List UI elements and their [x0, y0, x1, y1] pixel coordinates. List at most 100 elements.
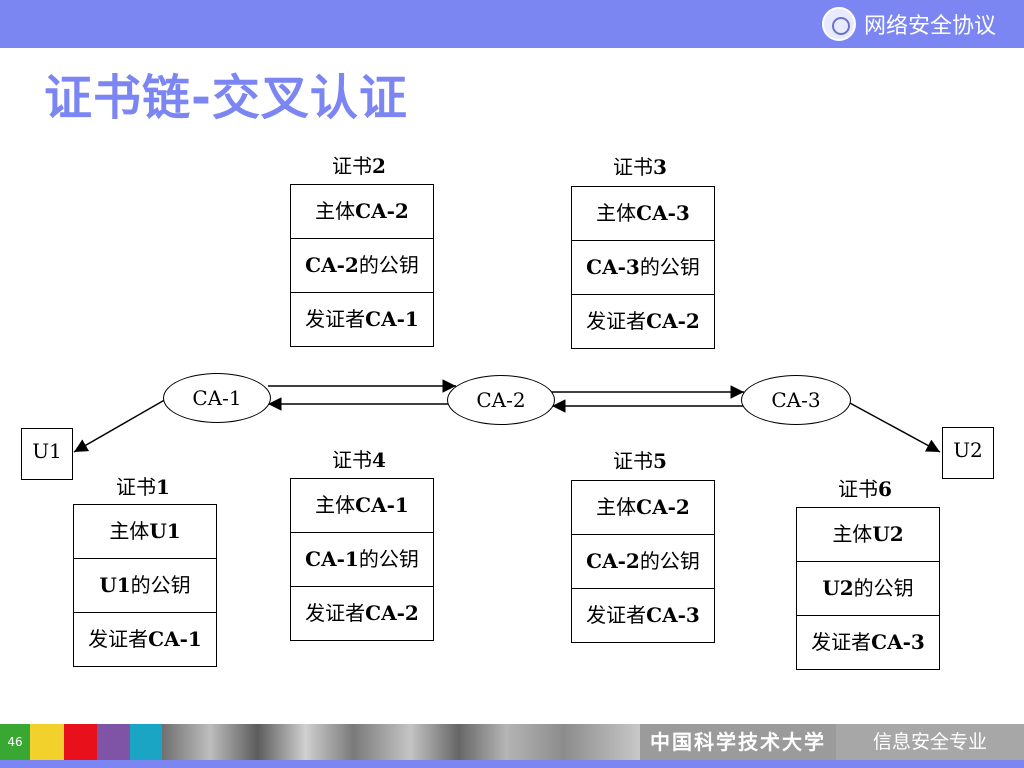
cert-4-subject-value: CA-1: [355, 493, 409, 517]
cert-5-prefix: 证书: [613, 449, 653, 473]
cert-5-subject-prefix: 主体: [596, 495, 637, 519]
cert-2-key-suffix: 的公钥: [358, 253, 419, 277]
footer-accent-line: [0, 760, 1024, 768]
cert-3-issuer-value: CA-2: [646, 309, 700, 333]
cert-5-issuer: 发证者CA-3: [572, 588, 714, 642]
cert-6-subject-value: U2: [872, 522, 904, 546]
arrow-ca3-to-u2: [847, 401, 941, 453]
cert-5-issuer-prefix: 发证者: [586, 603, 647, 627]
cert-2-public-key: CA-2的公钥: [291, 238, 433, 292]
cert-1-key-suffix: 的公钥: [130, 573, 191, 597]
cert-2-issuer-value: CA-1: [365, 307, 419, 331]
cert-3-subject: 主体CA-3: [572, 187, 714, 240]
cert-1-number: 1: [156, 475, 170, 499]
cert-1-subject: 主体U1: [74, 505, 216, 558]
cert-2-issuer-prefix: 发证者: [305, 307, 366, 331]
header-brand-text: 网络安全协议: [863, 14, 996, 39]
cert-5-label: 证书5: [613, 445, 667, 474]
footer-swatch-yellow: [30, 724, 64, 760]
university-seal-icon: [821, 7, 856, 41]
user-u2-box: U2: [942, 427, 994, 479]
cert-1-subject-value: U1: [149, 519, 181, 543]
cert-4-issuer-value: CA-2: [365, 601, 419, 625]
cert-2-key-owner: CA-2: [305, 253, 359, 277]
top-header-bar: 网络安全协议: [0, 0, 1024, 48]
cert-3-public-key: CA-3的公钥: [572, 240, 714, 294]
ca-2-node: CA-2: [447, 375, 555, 425]
cert-4-number: 4: [372, 448, 386, 472]
ca-1-node: CA-1: [163, 373, 271, 423]
cert-6-box: 主体U2 U2的公钥 发证者CA-3: [796, 507, 940, 670]
ca-1-label: CA-1: [192, 386, 242, 410]
cert-2-label: 证书2: [332, 150, 386, 179]
cert-4-prefix: 证书: [332, 448, 372, 472]
cert-5-box: 主体CA-2 CA-2的公钥 发证者CA-3: [571, 480, 715, 643]
cert-1-key-owner: U1: [99, 573, 131, 597]
cert-6-issuer-value: CA-3: [871, 630, 925, 654]
cert-5-subject-value: CA-2: [636, 495, 690, 519]
cert-5-key-owner: CA-2: [586, 549, 640, 573]
ca-3-label: CA-3: [771, 388, 821, 412]
cert-2-prefix: 证书: [332, 154, 372, 178]
cert-4-key-owner: CA-1: [305, 547, 359, 571]
cert-2-box: 主体CA-2 CA-2的公钥 发证者CA-1: [290, 184, 434, 347]
cert-1-box: 主体U1 U1的公钥 发证者CA-1: [73, 504, 217, 667]
cert-5-number: 5: [653, 449, 667, 473]
user-u1-box: U1: [21, 428, 73, 480]
footer-photo-strip: [162, 724, 640, 760]
cert-6-subject-prefix: 主体: [832, 522, 873, 546]
footer-swatch-red: [64, 724, 97, 760]
cert-6-issuer: 发证者CA-3: [797, 615, 939, 669]
cert-3-box: 主体CA-3 CA-3的公钥 发证者CA-2: [571, 186, 715, 349]
cert-5-subject: 主体CA-2: [572, 481, 714, 534]
ca-2-label: CA-2: [476, 388, 526, 412]
cert-1-label: 证书1: [116, 471, 170, 500]
cert-5-public-key: CA-2的公钥: [572, 534, 714, 588]
cert-6-label: 证书6: [838, 473, 892, 502]
header-brand: 网络安全协议: [821, 6, 996, 42]
cert-5-issuer-value: CA-3: [646, 603, 700, 627]
page-number: 46: [0, 724, 30, 760]
cert-3-number: 3: [653, 155, 667, 179]
cert-4-box: 主体CA-1 CA-1的公钥 发证者CA-2: [290, 478, 434, 641]
cert-6-number: 6: [878, 477, 892, 501]
cert-1-issuer: 发证者CA-1: [74, 612, 216, 666]
user-u1-label: U1: [32, 439, 62, 463]
cert-6-prefix: 证书: [838, 477, 878, 501]
cert-4-key-suffix: 的公钥: [358, 547, 419, 571]
cert-3-issuer: 发证者CA-2: [572, 294, 714, 348]
cert-6-subject: 主体U2: [797, 508, 939, 561]
cert-2-issuer: 发证者CA-1: [291, 292, 433, 346]
cert-3-key-owner: CA-3: [586, 255, 640, 279]
cert-3-key-suffix: 的公钥: [639, 255, 700, 279]
cert-3-issuer-prefix: 发证者: [586, 309, 647, 333]
cert-2-subject-prefix: 主体: [315, 199, 356, 223]
cert-3-prefix: 证书: [613, 155, 653, 179]
cert-3-label: 证书3: [613, 151, 667, 180]
cert-2-number: 2: [372, 154, 386, 178]
footer-swatch-purple: [97, 724, 130, 760]
cert-1-public-key: U1的公钥: [74, 558, 216, 612]
ca-3-node: CA-3: [741, 375, 851, 425]
cert-4-issuer: 发证者CA-2: [291, 586, 433, 640]
user-u2-label: U2: [953, 438, 983, 462]
cert-1-prefix: 证书: [116, 475, 156, 499]
cert-6-public-key: U2的公钥: [797, 561, 939, 615]
cert-6-key-suffix: 的公钥: [853, 576, 914, 600]
cert-4-subject-prefix: 主体: [315, 493, 356, 517]
footer-swatch-cyan: [130, 724, 162, 760]
cert-1-subject-prefix: 主体: [109, 519, 150, 543]
cert-2-subject-value: CA-2: [355, 199, 409, 223]
slide-title: 证书链-交叉认证: [44, 70, 408, 126]
cert-1-issuer-prefix: 发证者: [88, 627, 149, 651]
cert-4-subject: 主体CA-1: [291, 479, 433, 532]
cert-3-subject-value: CA-3: [636, 201, 690, 225]
cert-3-subject-prefix: 主体: [596, 201, 637, 225]
cert-2-subject: 主体CA-2: [291, 185, 433, 238]
cert-6-issuer-prefix: 发证者: [811, 630, 872, 654]
cert-4-issuer-prefix: 发证者: [305, 601, 366, 625]
cert-5-key-suffix: 的公钥: [639, 549, 700, 573]
cert-4-public-key: CA-1的公钥: [291, 532, 433, 586]
footer-university-name: 中国科学技术大学: [650, 730, 826, 754]
cert-1-issuer-value: CA-1: [148, 627, 202, 651]
